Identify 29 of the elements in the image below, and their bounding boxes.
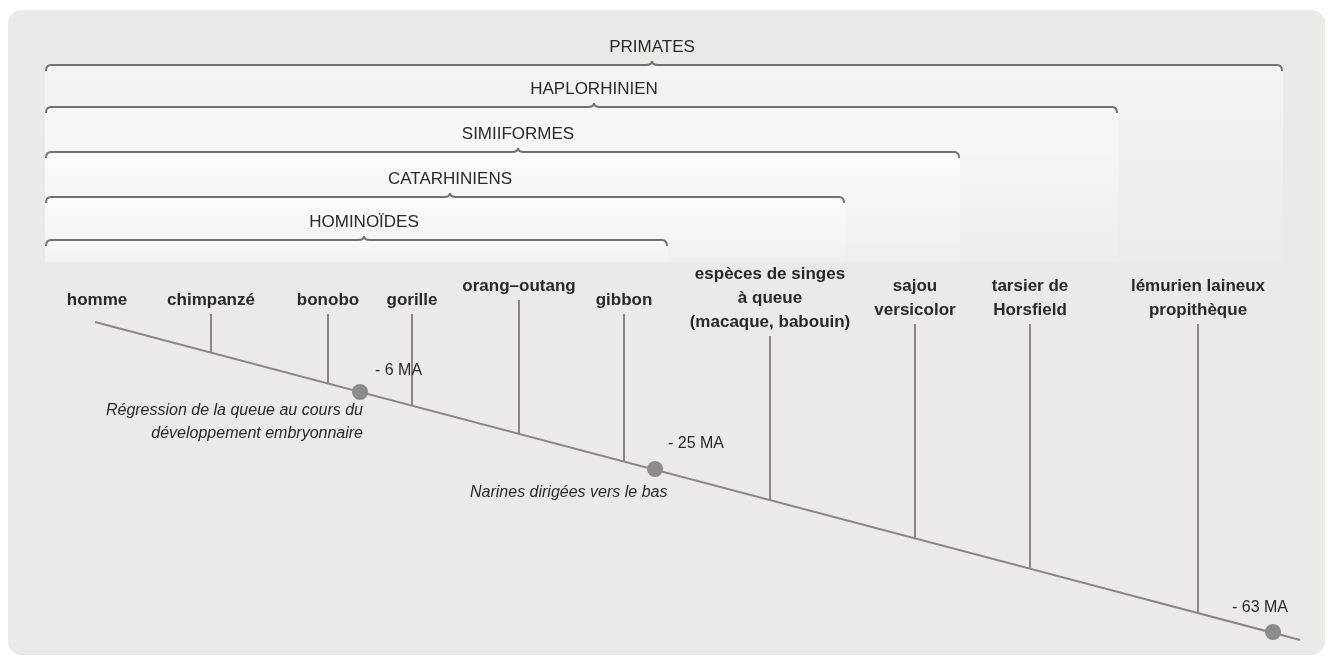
branch-line [210, 313, 212, 354]
species-label: bonobo [296, 288, 360, 312]
species-label: gibbon [595, 288, 653, 312]
species-label: gorille [386, 288, 438, 312]
species-label: homme [66, 288, 128, 312]
species-label: espèces de singes à queue (macaque, babouin) [689, 262, 851, 334]
annotation-text: Régression de la queue au cours du développement embryonnaire [104, 400, 363, 443]
clade-heading: CATARHINIENS [388, 168, 512, 190]
branch-line [914, 323, 916, 540]
branch-line [1197, 323, 1199, 615]
species-label: orang–outang [462, 274, 576, 298]
species-label: chimpanzé [167, 288, 255, 312]
species-label: sajou versicolor [874, 274, 956, 322]
clade-heading: HAPLORHINIEN [530, 78, 658, 100]
species-label: lémurien laineux propithèque [1130, 274, 1266, 322]
branch-line [411, 313, 413, 407]
branch-line [518, 299, 520, 435]
branch-line [1029, 323, 1031, 570]
date-label: - 63 MA [1232, 597, 1288, 617]
clade-heading: SIMIIFORMES [461, 123, 575, 145]
clade-heading: PRIMATES [609, 36, 695, 58]
species-label: tarsier de Horsfield [991, 274, 1069, 322]
date-label: - 25 MA [668, 433, 724, 453]
clade-heading: HOMINOÏDES [309, 211, 419, 233]
branch-line [623, 313, 625, 463]
branch-line [327, 313, 329, 385]
annotation-text: Narines dirigées vers le bas [470, 482, 669, 502]
date-label: - 6 MA [375, 360, 423, 380]
branch-line [769, 335, 771, 502]
